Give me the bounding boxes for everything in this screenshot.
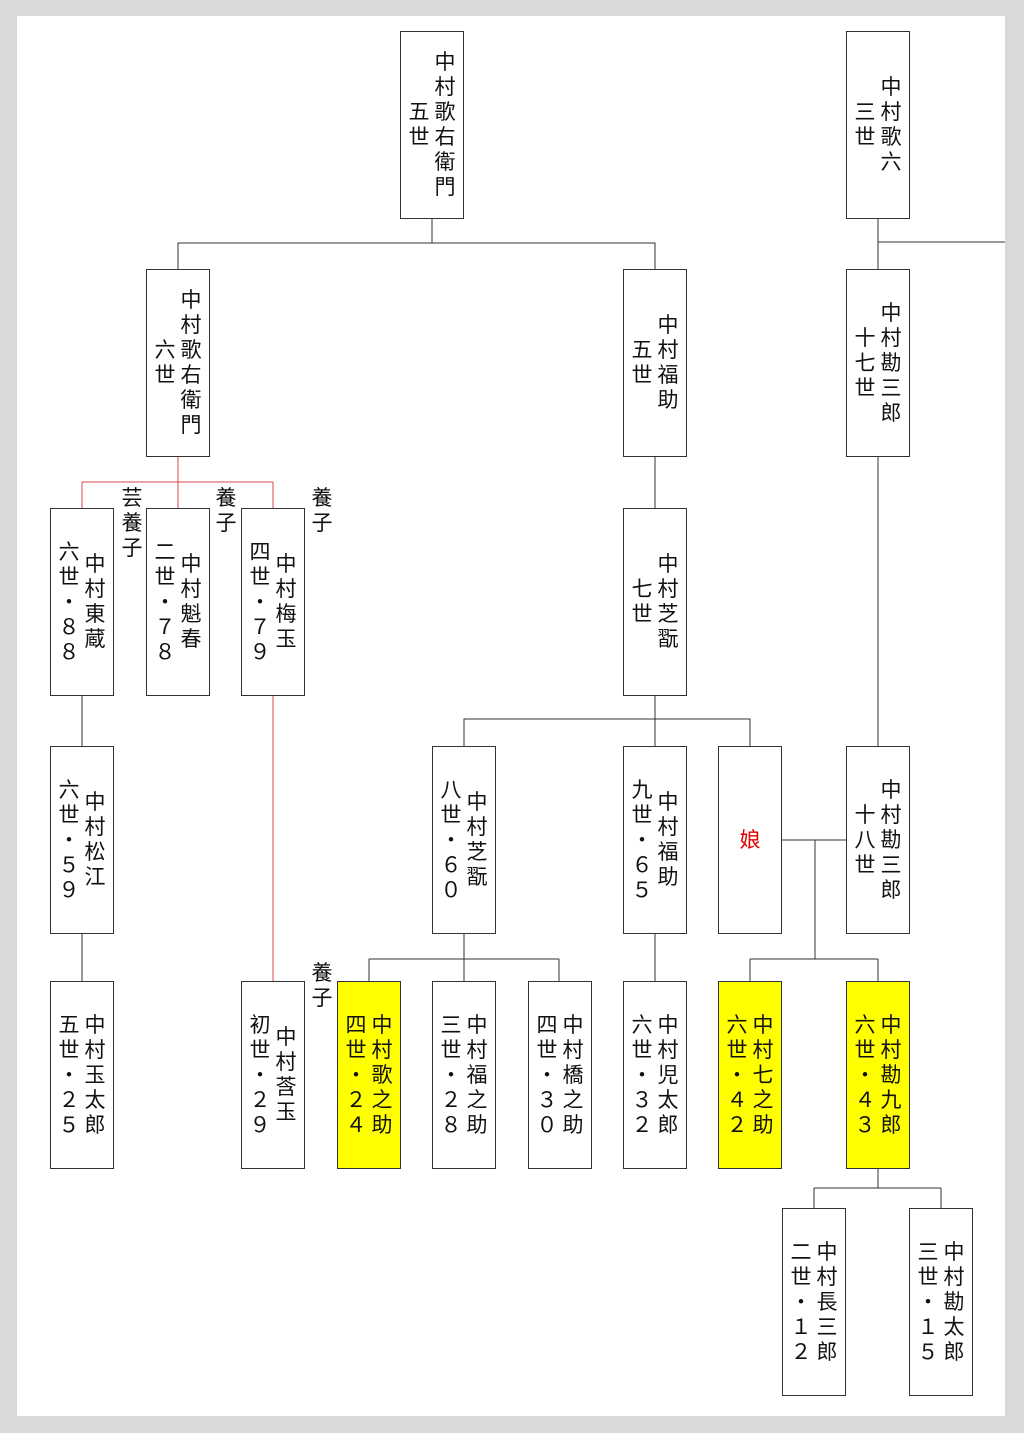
person-box-fukusuke5: 中村福助五世 <box>623 269 687 457</box>
name-column: 娘 <box>739 827 761 852</box>
name-column: 中村莟玉 <box>275 1025 297 1124</box>
name-column: 十七世 <box>854 325 876 400</box>
connector-lines <box>81 218 1005 1208</box>
name-column: 中村福之助 <box>466 1012 488 1137</box>
person-box-utaemon5: 中村歌右衛門五世 <box>400 31 464 219</box>
name-column: 中村長三郎 <box>816 1239 838 1364</box>
person-box-shikan7: 中村芝翫七世 <box>623 508 687 696</box>
name-column: 三世 <box>854 100 876 149</box>
name-column: 五世 <box>631 338 653 387</box>
person-box-kanzaburo17: 中村勘三郎十七世 <box>846 269 910 457</box>
name-column: 中村梅玉 <box>275 552 297 651</box>
name-column: 芸養子 <box>121 486 143 560</box>
person-box-utaemon6: 中村歌右衛門六世 <box>146 269 210 457</box>
name-column: 中村勘三郎 <box>880 300 902 425</box>
name-column: 中村勘九郎 <box>880 1012 902 1137</box>
name-column: 中村福助 <box>657 790 679 889</box>
name-column: 中村魁春 <box>180 552 202 651</box>
name-column: 中村福助 <box>657 313 679 412</box>
name-column: 中村歌六 <box>880 75 902 174</box>
name-column: 中村東蔵 <box>84 552 106 651</box>
name-column: 中村芝翫 <box>466 790 488 889</box>
name-column: 中村芝翫 <box>657 552 679 651</box>
relation-label-kitsugyoku1: 養子 <box>310 961 334 1011</box>
name-column: 中村松江 <box>84 790 106 889</box>
name-column: 七世 <box>631 577 653 626</box>
name-column: 中村歌之助 <box>371 1012 393 1137</box>
name-column: 中村勘三郎 <box>880 777 902 902</box>
name-column: 養子 <box>215 486 237 535</box>
name-column: 養子 <box>311 486 333 535</box>
person-box-daughter: 娘 <box>718 746 782 934</box>
relation-label-baigyoku4: 養子 <box>310 486 334 536</box>
name-column: 十八世 <box>854 802 876 877</box>
relation-label-tozo6: 芸養子 <box>120 486 144 561</box>
name-column: 中村七之助 <box>752 1012 774 1137</box>
name-column: 養子 <box>311 961 333 1010</box>
person-box-kaoru3: 中村歌六三世 <box>846 31 910 219</box>
name-column: 六世 <box>154 338 176 387</box>
name-column: 中村児太郎 <box>657 1012 679 1137</box>
relation-label-kaishun2: 養子 <box>214 486 238 536</box>
person-box-kanzaburo18: 中村勘三郎十八世 <box>846 746 910 934</box>
name-column: 中村勘太郎 <box>943 1239 965 1364</box>
name-column: 中村玉太郎 <box>84 1012 106 1137</box>
name-column: 中村歌右衛門 <box>180 288 202 437</box>
family-tree: 中村歌右衛門五世中村歌六三世中村歌右衛門六世中村福助五世中村勘三郎十七世中村東蔵… <box>17 16 1005 1416</box>
name-column: 五世 <box>408 100 430 149</box>
name-column: 中村橋之助 <box>562 1012 584 1137</box>
name-column: 中村歌右衛門 <box>434 50 456 199</box>
